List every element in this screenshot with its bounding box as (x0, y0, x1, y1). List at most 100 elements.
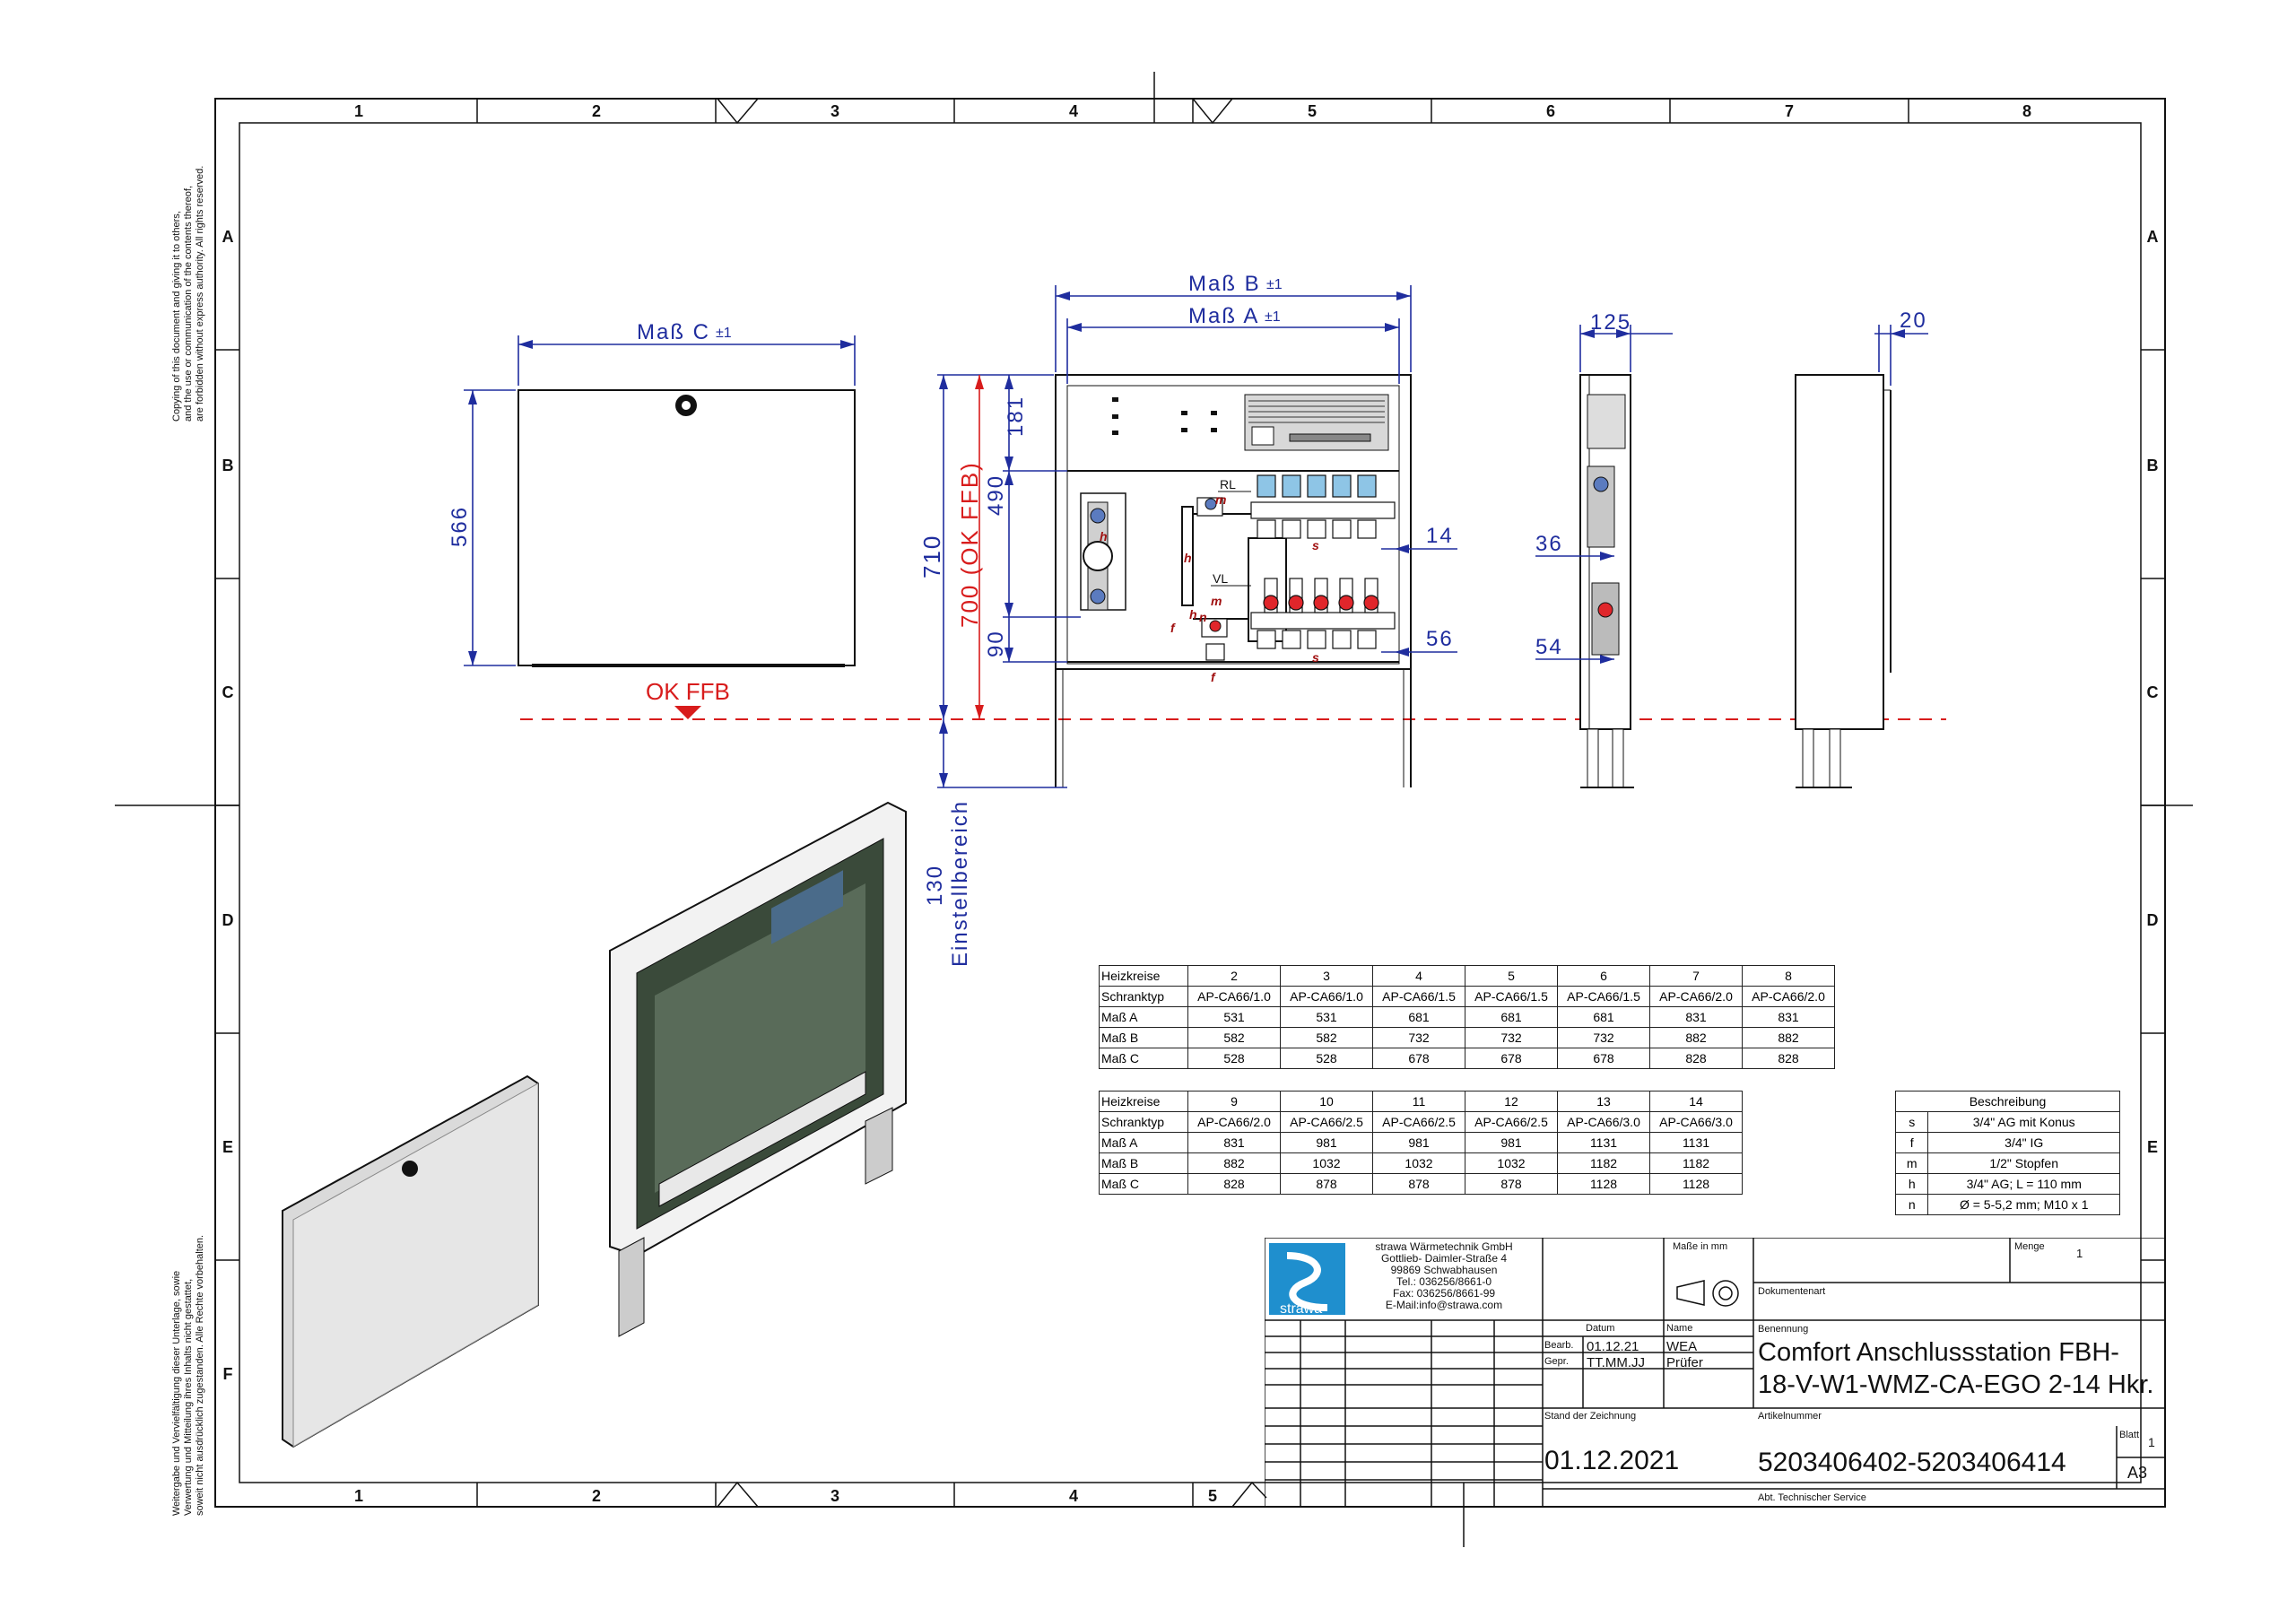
table-cell: 1128 (1557, 1173, 1650, 1195)
label-f-top: f (1170, 621, 1176, 635)
col-label-bottom-3: 3 (831, 1487, 839, 1505)
dim-mass-b-tol: ±1 (1266, 277, 1283, 292)
copyright-en-line1: Copying of this document and giving it t… (171, 211, 182, 422)
label-m-bottom: m (1211, 594, 1222, 608)
table-cell: 831 (1187, 1132, 1281, 1153)
table-cell: 981 (1465, 1132, 1558, 1153)
dim-566: 566 (448, 506, 472, 547)
dim-700-ok-ffb: 700 (OK FFB) (956, 461, 983, 628)
gepr-date: TT.MM.JJ (1587, 1355, 1645, 1370)
row-label-b: B (222, 457, 234, 474)
legend-symbol: f (1894, 1132, 1929, 1153)
table-cell: 732 (1465, 1027, 1558, 1048)
table-cell: AP-CA66/1.5 (1372, 986, 1465, 1007)
row-header-cell: Maß B (1099, 1027, 1188, 1048)
col-label-2: 2 (592, 102, 601, 120)
table-cell: 681 (1372, 1006, 1465, 1028)
table-cell: AP-CA66/2.0 (1187, 1111, 1281, 1133)
table-cell: 828 (1187, 1173, 1281, 1195)
table-cell: AP-CA66/2.5 (1372, 1111, 1465, 1133)
table-cell: 882 (1649, 1027, 1743, 1048)
format-value: A3 (2127, 1464, 2148, 1482)
label-rl: RL (1220, 477, 1236, 491)
row-header-cell: Heizkreise (1099, 965, 1188, 987)
table-cell: 14 (1649, 1091, 1743, 1112)
label-h-left: h (1100, 529, 1108, 544)
datum-label: Datum (1586, 1323, 1615, 1334)
dim-14: 14 (1426, 524, 1454, 548)
table-cell: 732 (1372, 1027, 1465, 1048)
table-cell: 681 (1465, 1006, 1558, 1028)
table-cell: AP-CA66/3.0 (1649, 1111, 1743, 1133)
copyright-de-line1: Weitergabe und Vervielfältigung dieser U… (171, 1271, 182, 1516)
cabinet-side-view: 125 36 54 (1535, 310, 1673, 788)
label-h-bottom: h (1189, 607, 1197, 622)
table-cell: 582 (1280, 1027, 1373, 1048)
table-cell: 7 (1649, 965, 1743, 987)
drawing-title: Comfort Anschlussstation FBH- 18-V-W1-WM… (1758, 1336, 2154, 1401)
dim-einstellbereich: Einstellbereich (948, 800, 972, 967)
benennung-label: Benennung (1758, 1324, 1809, 1335)
dim-mass-c-tol: ±1 (716, 326, 732, 341)
table-cell: 531 (1187, 1006, 1281, 1028)
dim-mass-a-tol: ±1 (1265, 309, 1281, 325)
table-cell: 981 (1280, 1132, 1373, 1153)
legend-description: 3/4" IG (1927, 1132, 2120, 1153)
row-label-a: A (222, 228, 234, 246)
artikelnummer-value: 5203406402-5203406414 (1758, 1448, 2066, 1477)
label-m-top: m (1215, 492, 1226, 507)
copyright-de-line3: soweit nicht ausdrücklich zugestanden. A… (195, 1235, 205, 1516)
table-cell: 1131 (1649, 1132, 1743, 1153)
table-cell: 528 (1187, 1048, 1281, 1069)
table-cell: AP-CA66/1.0 (1280, 986, 1373, 1007)
bearb-date: 01.12.21 (1587, 1339, 1639, 1354)
table-cell: 878 (1372, 1173, 1465, 1195)
table-cell: 678 (1557, 1048, 1650, 1069)
table-cell: 531 (1280, 1006, 1373, 1028)
company-fax: Fax: 036256/8661-99 (1392, 1287, 1496, 1300)
col-label-3: 3 (831, 102, 839, 120)
dokumentenart-label: Dokumentenart (1758, 1286, 1826, 1297)
table-cell: AP-CA66/1.5 (1465, 986, 1558, 1007)
menge-label: Menge (2014, 1241, 2045, 1252)
table-cell: 732 (1557, 1027, 1650, 1048)
table-cell: AP-CA66/2.5 (1280, 1111, 1373, 1133)
projection-symbol-icon (1676, 1280, 1739, 1307)
stand-label: Stand der Zeichnung (1544, 1411, 1637, 1422)
artikelnummer-label: Artikelnummer (1758, 1411, 1822, 1422)
table-cell: 6 (1557, 965, 1650, 987)
dim-490: 490 (984, 474, 1008, 516)
strawa-logo-mark (1286, 1252, 1328, 1311)
table-cell: 582 (1187, 1027, 1281, 1048)
row-label-d: D (222, 911, 234, 929)
table-cell: 1128 (1649, 1173, 1743, 1195)
table-cell: 1182 (1649, 1152, 1743, 1174)
table-cell: AP-CA66/2.0 (1742, 986, 1835, 1007)
col-label-4: 4 (1069, 102, 1078, 120)
door-side-view: 20 (1795, 309, 1928, 788)
row-label-b-right: B (2147, 457, 2159, 474)
legend-title: Beschreibung (1895, 1091, 2120, 1112)
title-block: strawa strawa Wärmetechnik GmbH Gottlieb… (1265, 1238, 2165, 1507)
legend-symbol: n (1894, 1194, 1929, 1215)
dim-56: 56 (1426, 627, 1454, 651)
row-header-cell: Heizkreise (1099, 1091, 1188, 1112)
ok-ffb-label: OK FFB (646, 678, 730, 705)
stand-value: 01.12.2021 (1544, 1446, 1680, 1475)
copyright-en-line2: and the use or communication of the cont… (183, 186, 194, 422)
table-cell: 12 (1465, 1091, 1558, 1112)
company-street: Gottlieb- Daimler-Straße 4 (1380, 1252, 1508, 1265)
label-s-top: s (1312, 538, 1319, 552)
drawing-frame: 1 2 3 4 5 6 7 8 1 2 3 4 5 A B C D E F A … (115, 72, 2193, 1547)
blatt-value: 1 (2148, 1435, 2155, 1449)
